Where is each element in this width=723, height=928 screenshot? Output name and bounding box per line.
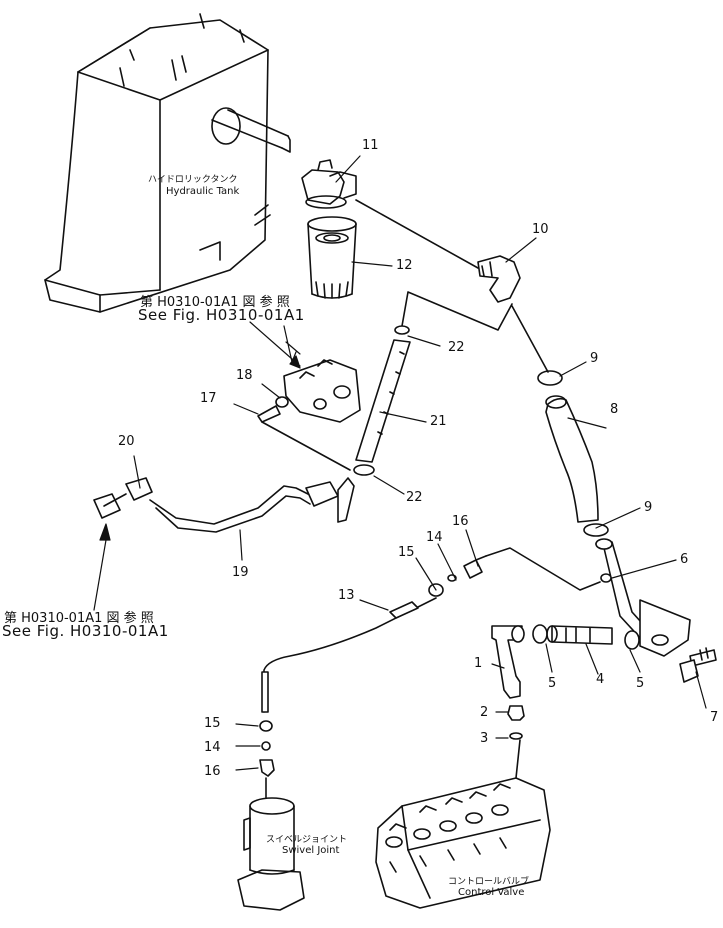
part-number-16-bottom: 16 (204, 764, 221, 779)
part-number-14-top: 14 (426, 530, 443, 545)
part-number-10: 10 (532, 222, 549, 237)
part-number-16-top: 16 (452, 514, 469, 529)
part-number-21: 21 (430, 414, 447, 429)
hydraulic-tank-label-en: Hydraulic Tank (166, 186, 240, 197)
hose-8 (511, 305, 609, 537)
swivel-joint (237, 777, 305, 911)
filter-pipe (355, 199, 479, 269)
part-number-15-bottom: 15 (204, 716, 221, 731)
part-number-22-bottom: 22 (406, 490, 423, 505)
elbow-fitting (477, 255, 521, 303)
swivel-joint-label-en: Swivel Joint (282, 845, 340, 856)
fittings-14-15-16 (428, 555, 487, 597)
part-number-3: 3 (480, 731, 489, 746)
see-fig-ref-top-en: See Fig. H0310-01A1 (138, 306, 305, 324)
swivel-joint-label-ja: スイベルジョイント (266, 835, 348, 845)
part-number-9-top: 9 (590, 351, 599, 366)
filter-assembly (301, 159, 357, 299)
see-fig-ref-top-ja: 第 H0310-01A1 図 参 照 (140, 295, 290, 310)
part-number-4: 4 (596, 672, 605, 687)
leader-lines (93, 155, 707, 771)
line-22-top (401, 291, 513, 331)
part-number-15-top: 15 (398, 545, 415, 560)
part-number-20: 20 (118, 434, 135, 449)
hydraulic-tank-label-ja: ハイドロリックタンク (148, 175, 238, 185)
tube-19 (93, 477, 355, 533)
hose-21 (353, 325, 411, 476)
tube-6 (485, 538, 691, 657)
part-number-7: 7 (710, 710, 719, 725)
part-number-11: 11 (362, 138, 379, 153)
part-number-13: 13 (338, 588, 355, 603)
part-number-18: 18 (236, 368, 253, 383)
part-number-17: 17 (200, 391, 217, 406)
elbow-hose-assembly (491, 624, 640, 699)
control-valve (375, 739, 551, 909)
part-number-9-bottom: 9 (644, 500, 653, 515)
valve-block (257, 359, 361, 471)
part-number-5-right: 5 (636, 676, 645, 691)
part-number-19: 19 (232, 565, 249, 580)
control-valve-label-ja: コントロールバルブ (448, 877, 530, 887)
part-number-14-bottom: 14 (204, 740, 221, 755)
part-number-8: 8 (610, 402, 619, 417)
control-valve-label-en: Control Valve (458, 887, 525, 898)
part-number-1: 1 (474, 656, 483, 671)
part-number-5-left: 5 (548, 676, 557, 691)
adapter-2-oring-3 (507, 705, 525, 740)
tube-13 (259, 597, 437, 777)
part-number-22-top: 22 (448, 340, 465, 355)
part-number-2: 2 (480, 705, 489, 720)
part-number-12: 12 (396, 258, 413, 273)
part-number-6: 6 (680, 552, 689, 567)
see-fig-ref-bottom-ja: 第 H0310-01A1 図 参 照 (4, 611, 154, 626)
hydraulic-tank (44, 13, 291, 313)
bolt-7 (679, 647, 717, 683)
see-fig-ref-bottom-en: See Fig. H0310-01A1 (2, 622, 169, 640)
